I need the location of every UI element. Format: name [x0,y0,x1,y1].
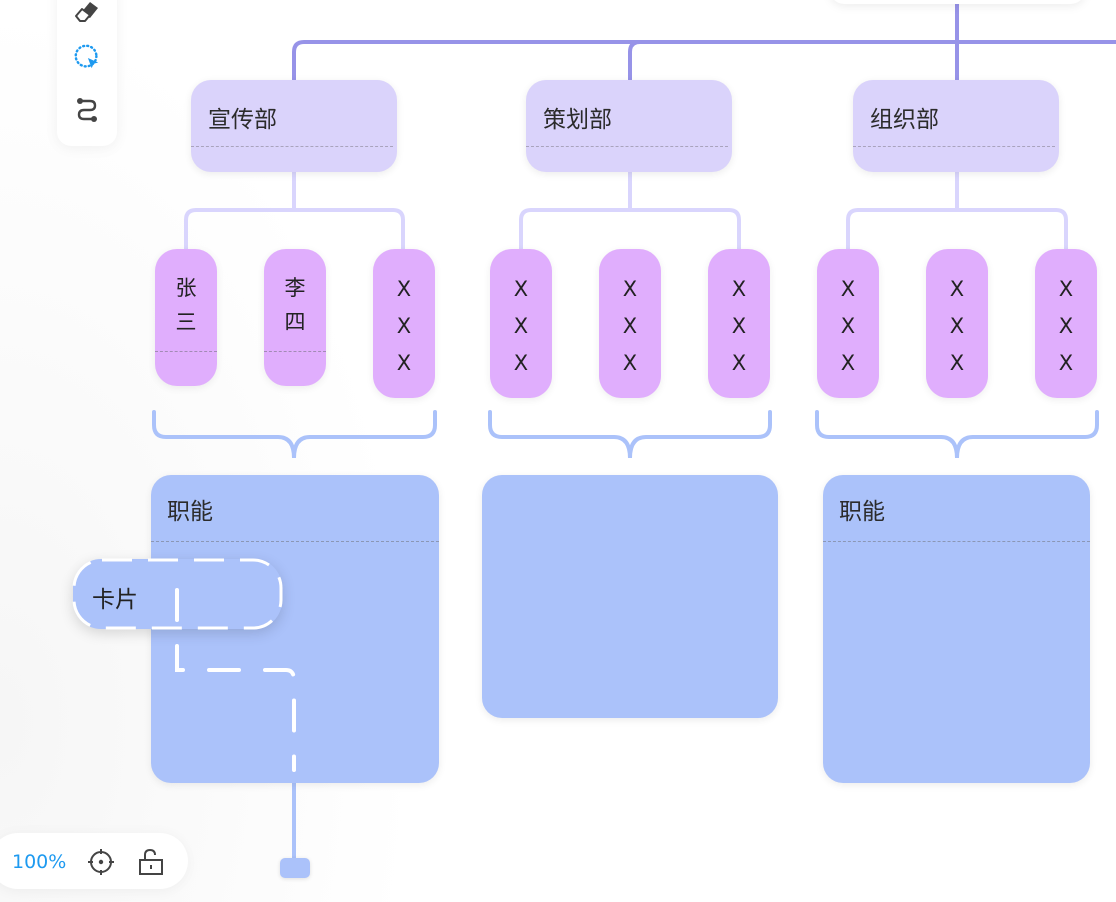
member-node[interactable]: X X X [599,249,661,398]
member-name: X X X [1058,277,1074,375]
dept-node[interactable]: 组织部 [853,80,1059,172]
dragging-card[interactable]: 卡片 [73,559,282,629]
dept-node[interactable]: 策划部 [526,80,732,172]
lock-button[interactable] [136,847,166,877]
divider [155,351,217,352]
dept-node[interactable]: 宣传部 [191,80,397,172]
eraser-icon [75,2,98,22]
member-name: 张 三 [175,276,197,334]
member-node[interactable]: X X X [817,249,879,398]
member-node[interactable]: 李 四 [264,249,326,386]
divider [526,146,728,147]
member-node[interactable]: X X X [490,249,552,398]
member-name: X X X [622,277,638,375]
branch-dept-3 [846,172,1068,249]
select-tool[interactable] [72,42,102,72]
lasso-select-icon [74,44,99,69]
member-name: 李 四 [284,276,306,334]
connector-tool[interactable] [72,95,102,125]
root-node[interactable] [830,0,1085,4]
divider [264,351,326,352]
locate-button[interactable] [86,847,116,877]
connector-icon [77,98,97,122]
bottom-bar: 100% [0,833,188,889]
function-card[interactable] [482,475,778,718]
member-node[interactable]: X X X [926,249,988,398]
member-name: X X X [731,277,747,375]
member-node[interactable]: X X X [708,249,770,398]
brace-3 [815,410,1099,459]
zoom-level[interactable]: 100% [12,851,67,873]
dept-title: 宣传部 [208,107,277,133]
branch-dept-2 [519,172,741,249]
member-name: X X X [513,277,529,375]
member-name: X X X [396,277,412,375]
left-toolbar [57,0,117,146]
divider [191,146,393,147]
divider [151,541,439,542]
dept-title: 组织部 [870,107,939,133]
function-title: 职能 [839,499,885,525]
member-name: X X X [840,277,856,375]
eraser-tool[interactable] [72,0,102,24]
trunk-branch-2 [628,40,642,82]
divider [823,541,1090,542]
crosshair-icon [88,849,114,875]
anchor-handle[interactable] [280,858,310,878]
dept-title: 策划部 [543,107,612,133]
function-card[interactable]: 职能 [823,475,1090,783]
member-node[interactable]: X X X [1035,249,1097,398]
brace-2 [488,410,772,459]
function-card[interactable]: 职能 [151,475,439,783]
member-name: X X X [949,277,965,375]
function-title: 职能 [167,499,213,525]
unlock-icon [139,848,163,875]
card-label: 卡片 [92,587,138,613]
member-node[interactable]: X X X [373,249,435,398]
divider [853,146,1055,147]
member-node[interactable]: 张 三 [155,249,217,386]
